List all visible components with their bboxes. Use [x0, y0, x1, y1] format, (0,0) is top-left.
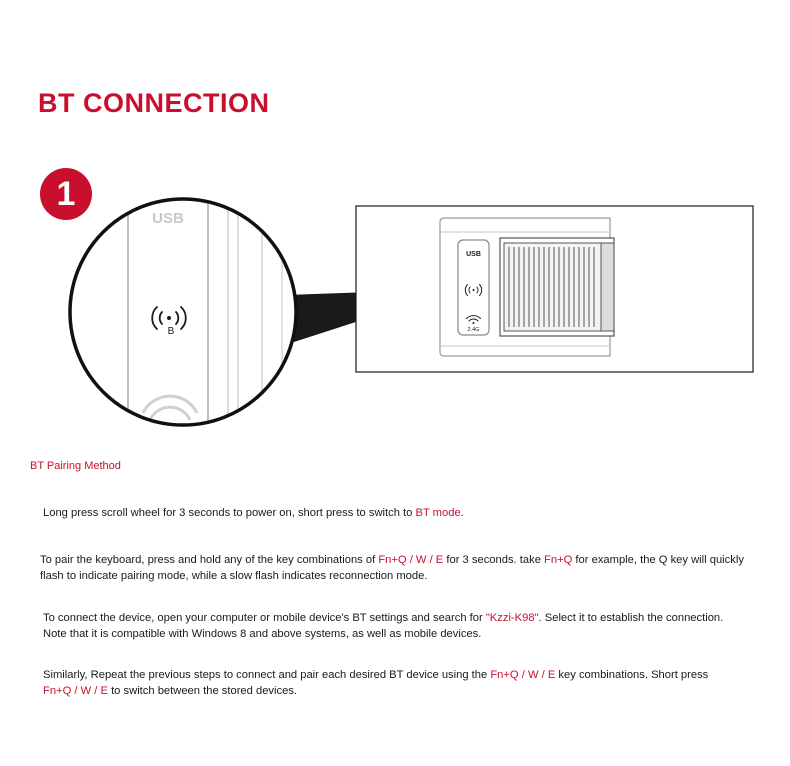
panel-usb-label: USB [466, 251, 481, 258]
zoom-circle: USB B [68, 197, 298, 427]
p2-highlight-2: Fn+Q [544, 554, 573, 566]
p2-text-1: To pair the keyboard, press and hold any… [40, 554, 379, 566]
p4-highlight-2: Fn+Q / W / E [43, 685, 108, 697]
p2-text-2: for 3 seconds. take [443, 554, 545, 566]
p2-highlight-1: Fn+Q / W / E [378, 554, 444, 566]
p4-highlight-1: Fn+Q / W / E [490, 669, 556, 681]
bluetooth-broadcast-icon [151, 306, 187, 330]
p3-text-3: Note that it is compatible with Windows … [43, 628, 482, 640]
instruction-paragraph-2: To pair the keyboard, press and hold any… [40, 552, 775, 584]
p4-text-3: to switch between the stored devices. [107, 685, 298, 697]
scroll-wheel [499, 237, 615, 337]
panel-wifi-icon [466, 315, 481, 324]
panel-band-label: 2.4G [468, 327, 480, 333]
p3-text-1: To connect the device, open your compute… [43, 612, 486, 624]
page-title: BT CONNECTION [38, 88, 270, 118]
keyboard-side-panel: USB 2.4G [355, 205, 754, 373]
p1-highlight-1: BT mode [415, 507, 461, 519]
instruction-paragraph-1: Long press scroll wheel for 3 seconds to… [43, 505, 763, 521]
p4-text-2: key combinations. Short press [555, 669, 709, 681]
p3-text-2: . Select it to establish the connection. [538, 612, 724, 624]
mode-switch-pad [457, 239, 490, 336]
p1-text-1: Long press scroll wheel for 3 seconds to… [43, 507, 416, 519]
zoom-wifi-icon [141, 394, 199, 421]
p2-text-3: for example, the Q key will quickly [572, 554, 744, 566]
p4-text-1: Similarly, Repeat the previous steps to … [43, 669, 491, 681]
panel-bluetooth-icon [464, 284, 483, 296]
zoom-bt-letter: B [168, 326, 175, 337]
instruction-paragraph-4: Similarly, Repeat the previous steps to … [43, 667, 773, 699]
step-number-badge: 1 [40, 168, 92, 220]
instruction-paragraph-3: To connect the device, open your compute… [43, 610, 773, 642]
p1-text-2: . [460, 507, 464, 519]
p2-text-4: flash to indicate pairing mode, while a … [40, 570, 428, 582]
zoom-usb-label: USB [152, 210, 184, 227]
p3-highlight-1: "Kzzi-K98" [485, 612, 539, 624]
section-label: BT Pairing Method [30, 460, 121, 472]
keyboard-port-diagram: USB B USB [68, 197, 754, 427]
